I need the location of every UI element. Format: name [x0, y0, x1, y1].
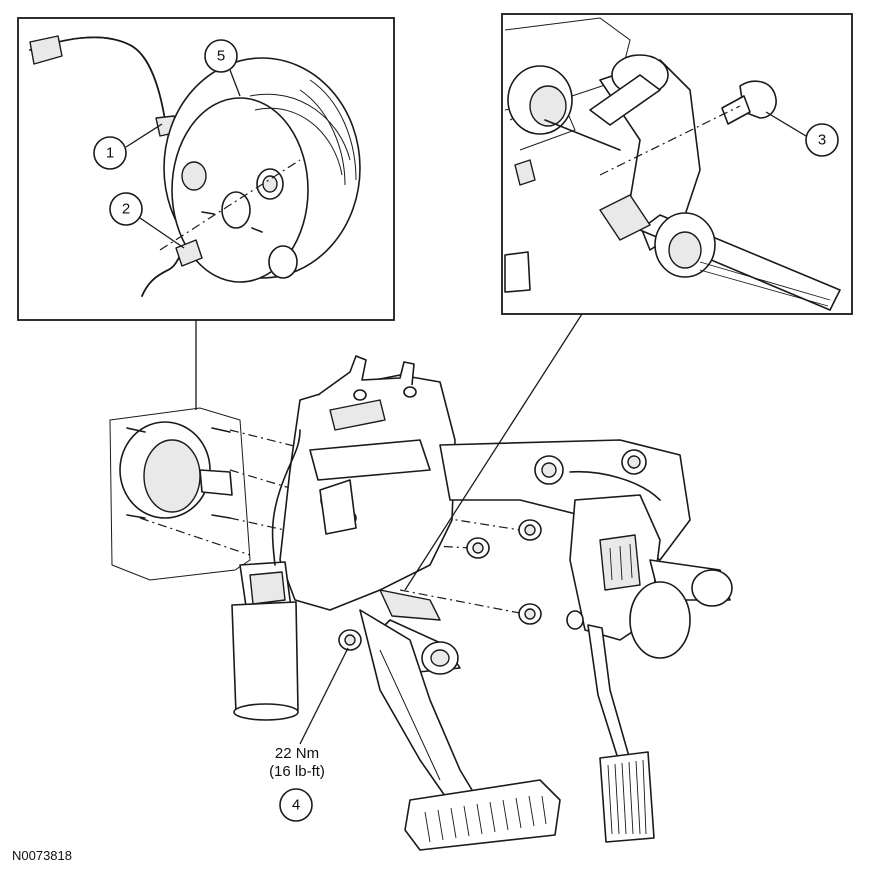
brake-pedal-pad	[404, 779, 561, 851]
accelerator-pad-ribs	[607, 759, 647, 835]
callout-1-label: 1	[106, 145, 114, 162]
switch-connector	[599, 194, 651, 241]
actuator-motor	[231, 601, 299, 715]
nut-lower-right	[518, 603, 542, 625]
inset-booster-detail	[17, 17, 395, 321]
callout-5: 5	[204, 39, 238, 73]
nut-mid	[466, 537, 490, 559]
hose-fitting	[29, 35, 63, 65]
accelerator-sensor-connector	[599, 534, 641, 591]
callout-2-label: 2	[122, 201, 130, 218]
accelerator-pedal-arm	[587, 624, 631, 766]
booster-port	[181, 161, 207, 191]
mounting-nuts	[338, 519, 542, 651]
callout-4: 4	[279, 788, 313, 822]
inset-pedal-pin-detail	[501, 13, 853, 315]
booster-face	[171, 97, 309, 283]
brake-pad-ribs	[424, 795, 547, 843]
accelerator-pedal-pad	[599, 751, 655, 843]
leader-lines	[125, 69, 807, 745]
callout-5-label: 5	[217, 48, 225, 65]
nut-lower-left	[338, 629, 362, 651]
nut-upper-right	[518, 519, 542, 541]
figure-reference-code: N0073818	[12, 848, 72, 863]
callout-2: 2	[109, 192, 143, 226]
callout-1: 1	[93, 136, 127, 170]
main-pedal-assembly	[109, 355, 733, 851]
torque-spec-imperial: (16 lb-ft)	[269, 763, 325, 780]
callout-4-label: 4	[292, 797, 300, 814]
torque-spec-metric: 22 Nm	[275, 745, 319, 762]
callout-3-label: 3	[818, 132, 826, 149]
callout-3: 3	[805, 123, 839, 157]
